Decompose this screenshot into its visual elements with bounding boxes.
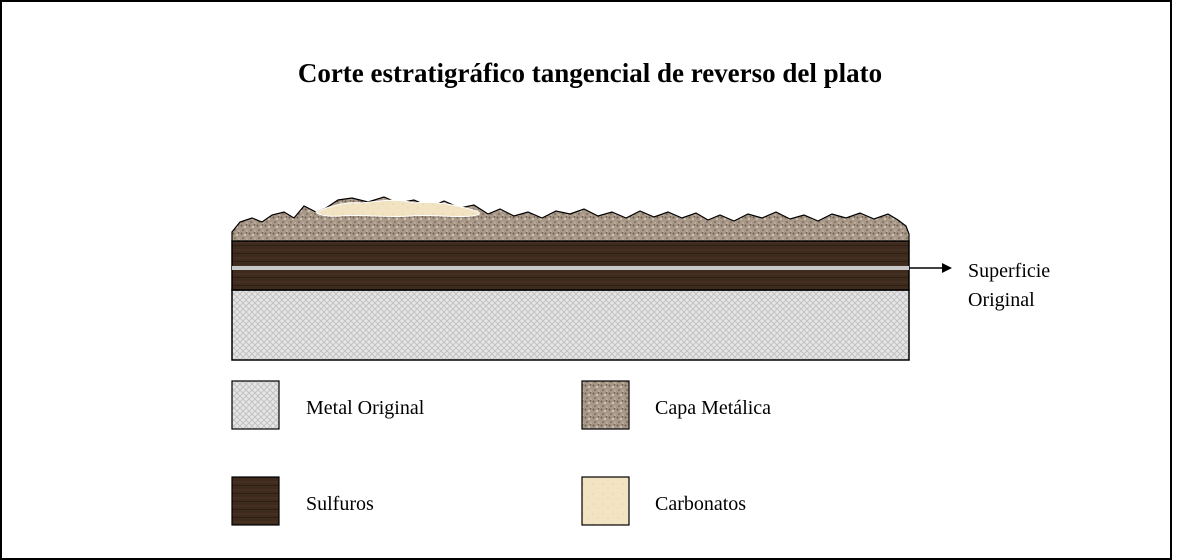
legend-label-metal-original: Metal Original	[306, 397, 425, 419]
legend-label-capa-metalica: Capa Metálica	[655, 397, 772, 419]
capa-metalica-layer	[231, 196, 910, 242]
diagram-title: Corte estratigráfico tangencial de rever…	[297, 58, 883, 88]
annotation-line-2: Original	[968, 289, 1035, 311]
annotation-line-1: Superficie	[968, 260, 1051, 282]
legend-label-carbonatos: Carbonatos	[655, 493, 747, 515]
legend-swatch-sulfuros	[231, 476, 280, 526]
metal-original-layer	[231, 289, 910, 361]
stratigraphic-diagram	[231, 196, 952, 526]
sulfuros-layer	[231, 240, 910, 291]
original-surface-line	[232, 266, 909, 270]
legend-swatch-carbonatos	[581, 476, 630, 526]
carbonatos-deposit	[315, 199, 480, 218]
surface-arrow-head	[942, 263, 952, 273]
legend-label-sulfuros: Sulfuros	[306, 493, 374, 515]
legend-swatch-capa-metalica	[581, 380, 630, 430]
legend-swatch-metal-original	[231, 380, 280, 430]
